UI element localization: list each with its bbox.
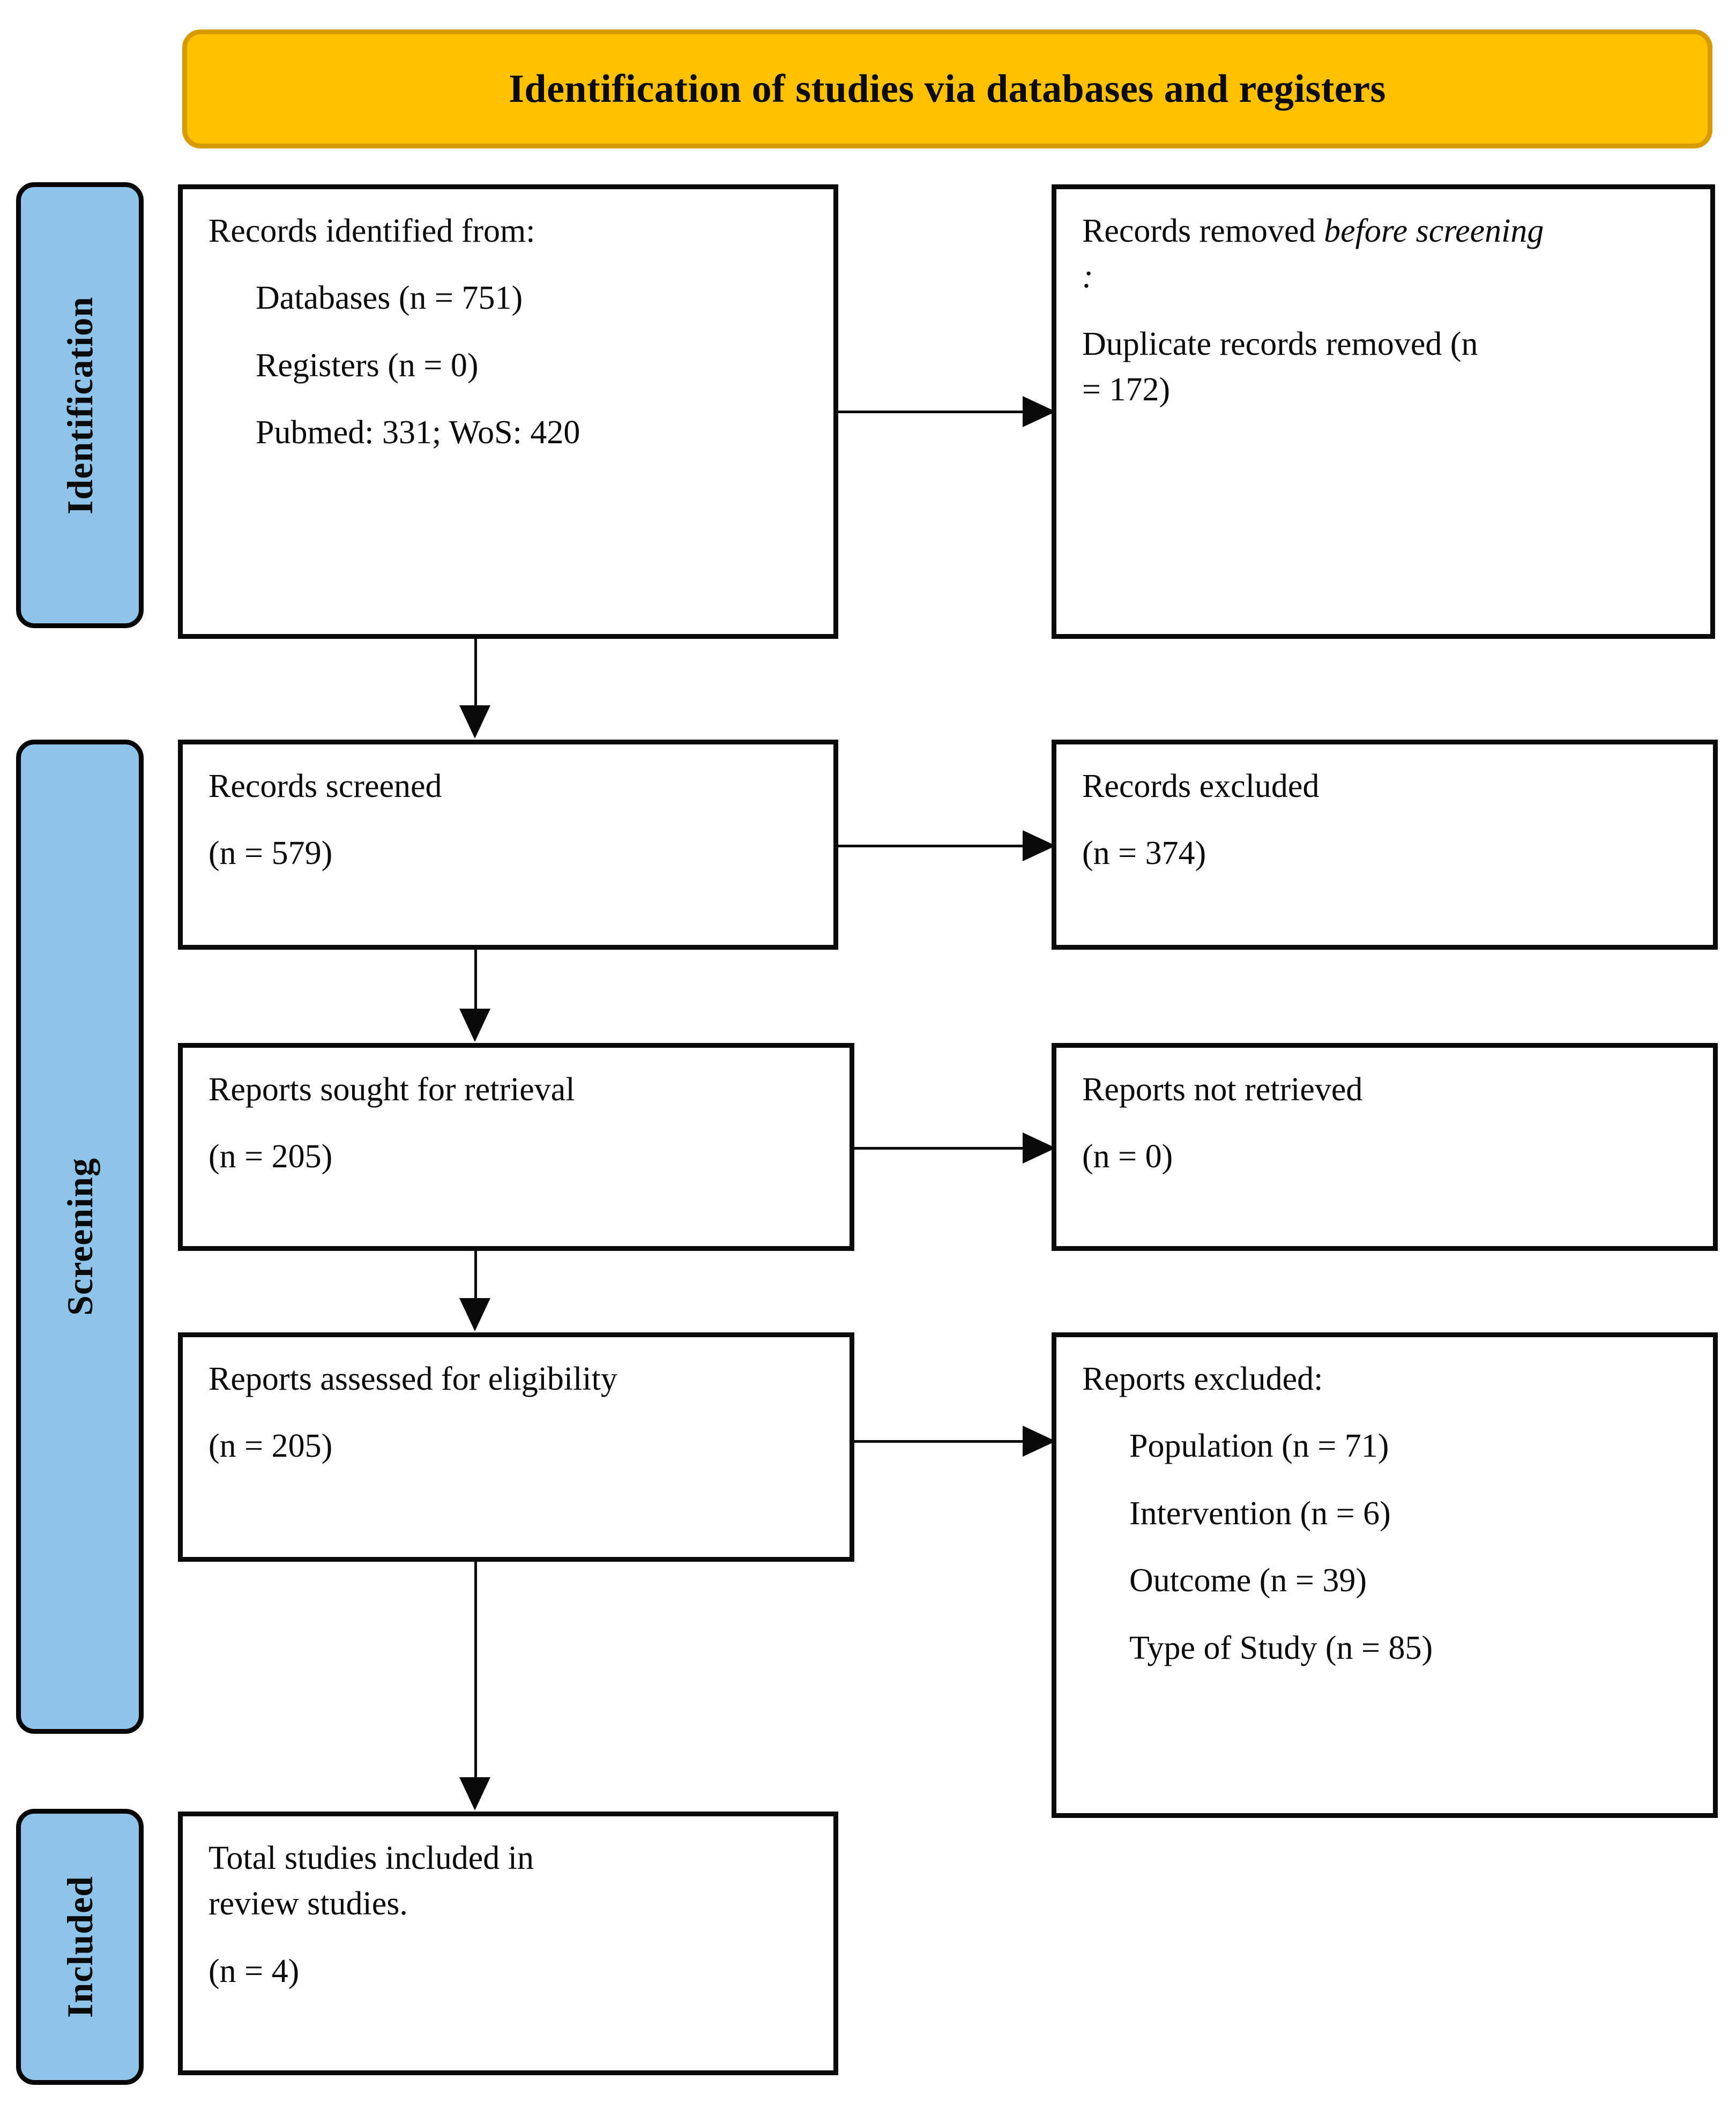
- records-removed-heading-plain: Records removed: [1082, 213, 1324, 249]
- arrow-right-icon-identified-to-removed: [1023, 396, 1056, 427]
- duplicate-records-removed-line1: Duplicate records removed (n: [1082, 325, 1478, 362]
- reports-sought-heading: Reports sought for retrieval: [208, 1071, 575, 1108]
- connector-screened-to-excluded: [838, 845, 1031, 847]
- records-removed-colon: :: [1082, 258, 1093, 295]
- records-excluded-heading: Records excluded: [1082, 768, 1320, 804]
- box-records-screened: Records screened (n = 579): [178, 740, 838, 950]
- reports-excluded-reason-intervention: Intervention (n = 6): [1129, 1495, 1391, 1532]
- stage-label-screening: Screening: [16, 740, 144, 1734]
- arrow-right-icon-assessed-to-reports-excluded: [1023, 1426, 1056, 1457]
- arrow-down-icon-sought-to-assessed: [459, 1298, 490, 1331]
- reports-sought-count: (n = 205): [208, 1138, 333, 1175]
- box-reports-sought: Reports sought for retrieval (n = 205): [178, 1043, 854, 1251]
- stage-included-text: Included: [59, 1876, 100, 2018]
- connector-sought-to-assessed: [474, 1251, 477, 1299]
- reports-excluded-reason-outcome: Outcome (n = 39): [1129, 1562, 1367, 1599]
- records-excluded-count: (n = 374): [1082, 835, 1206, 872]
- records-removed-heading-italic: before screening: [1324, 213, 1544, 249]
- reports-excluded-reason-type-of-study: Type of Study (n = 85): [1129, 1629, 1433, 1666]
- records-removed-heading-italic-wrap: :: [1082, 258, 1685, 295]
- connector-identified-to-screened: [474, 639, 477, 707]
- records-identified-heading: Records identified from:: [208, 213, 535, 249]
- box-reports-not-retrieved: Reports not retrieved (n = 0): [1052, 1043, 1718, 1251]
- box-records-identified: Records identified from: Databases (n = …: [178, 184, 838, 639]
- reports-not-retrieved-count: (n = 0): [1082, 1138, 1173, 1175]
- stage-label-included: Included: [16, 1809, 144, 2085]
- records-removed-heading: Records removed before screening: [1082, 213, 1685, 250]
- stage-label-identification: Identification: [16, 182, 144, 628]
- arrow-down-icon-identified-to-screened: [459, 705, 490, 739]
- records-identified-registers: Registers (n = 0): [256, 347, 479, 384]
- stage-identification-text: Identification: [59, 296, 100, 515]
- connector-assessed-to-total: [474, 1562, 477, 1778]
- total-studies-heading-line1: Total studies included in: [208, 1840, 534, 1876]
- box-records-excluded: Records excluded (n = 374): [1052, 740, 1718, 950]
- box-reports-assessed: Reports assessed for eligibility (n = 20…: [178, 1332, 854, 1562]
- reports-excluded-reason-population: Population (n = 71): [1129, 1428, 1389, 1465]
- records-screened-heading: Records screened: [208, 768, 442, 804]
- records-identified-databases: Databases (n = 751): [256, 280, 523, 317]
- records-identified-sources: Pubmed: 331; WoS: 420: [256, 414, 580, 451]
- total-studies-heading-line2: review studies.: [208, 1885, 408, 1922]
- arrow-right-icon-sought-to-not-retrieved: [1023, 1132, 1056, 1164]
- duplicate-records-removed-line2: = 172): [1082, 371, 1171, 408]
- reports-excluded-heading: Reports excluded:: [1082, 1361, 1323, 1397]
- arrow-right-icon-screened-to-excluded: [1023, 830, 1056, 861]
- connector-identified-to-removed: [838, 411, 1031, 413]
- connector-screened-to-sought: [474, 950, 477, 1010]
- diagram-header-banner: Identification of studies via databases …: [182, 29, 1712, 148]
- box-total-studies-included: Total studies included in review studies…: [178, 1812, 838, 2075]
- stage-screening-text: Screening: [59, 1158, 100, 1316]
- connector-assessed-to-reports-excluded: [854, 1440, 1031, 1443]
- connector-sought-to-not-retrieved: [854, 1147, 1031, 1150]
- arrow-down-icon-screened-to-sought: [459, 1009, 490, 1042]
- reports-assessed-heading: Reports assessed for eligibility: [208, 1361, 617, 1397]
- box-reports-excluded: Reports excluded: Population (n = 71) In…: [1052, 1332, 1718, 1818]
- diagram-title: Identification of studies via databases …: [509, 66, 1386, 111]
- total-studies-count: (n = 4): [208, 1952, 300, 1989]
- reports-not-retrieved-heading: Reports not retrieved: [1082, 1071, 1363, 1108]
- arrow-down-icon-assessed-to-total: [459, 1777, 490, 1810]
- box-records-removed-before-screening: Records removed before screening : Dupli…: [1052, 184, 1715, 639]
- records-screened-count: (n = 579): [208, 835, 333, 872]
- reports-assessed-count: (n = 205): [208, 1428, 333, 1465]
